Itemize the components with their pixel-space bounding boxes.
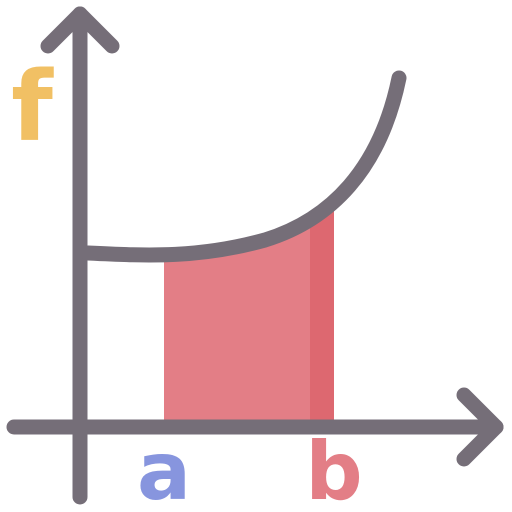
x-axis-arrow [456, 387, 504, 467]
function-label: f [11, 51, 54, 163]
area-under-curve-edge [310, 199, 334, 421]
lower-bound-label: a [137, 425, 191, 512]
area-under-curve [164, 215, 310, 421]
y-axis-arrow [40, 6, 120, 54]
upper-bound-label: b [305, 425, 362, 512]
function-curve [80, 70, 407, 263]
